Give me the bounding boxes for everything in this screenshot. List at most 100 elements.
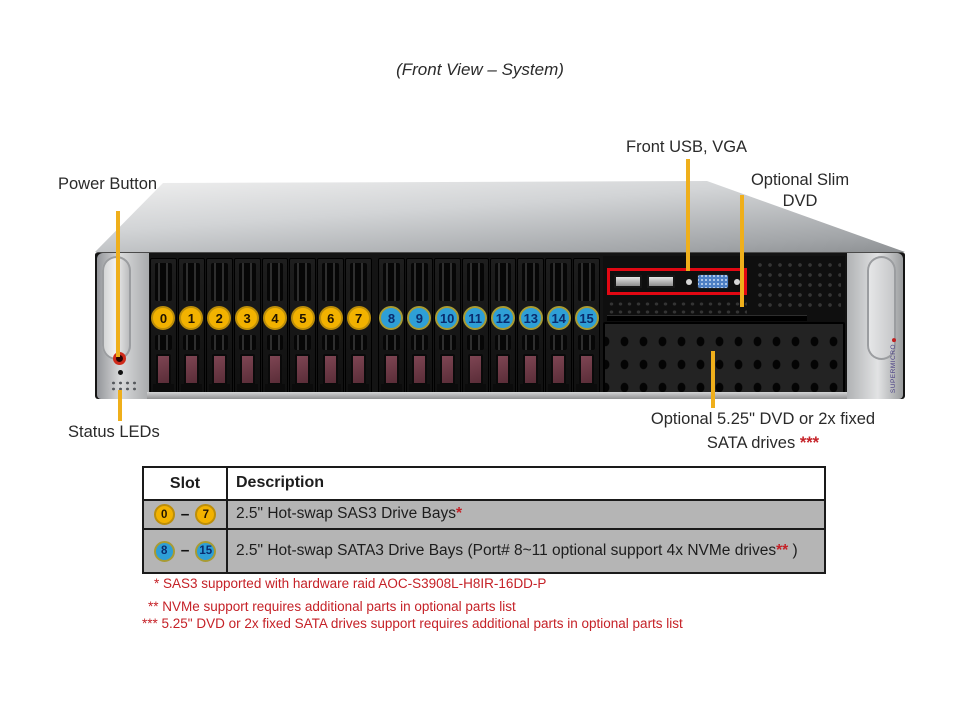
drive-number-badge: 5 — [290, 306, 315, 330]
status-leds-callout-line — [118, 390, 122, 421]
power-button-callout-line — [116, 211, 120, 357]
supermicro-logo: SUPERMICRO — [890, 338, 897, 393]
drive-vent — [522, 263, 540, 301]
drive-vent — [383, 335, 400, 350]
slot-range-cell: 0 – 7 — [144, 501, 228, 528]
usb-port-icon — [647, 275, 675, 288]
drive-number-badge: 8 — [379, 306, 404, 330]
drive-latch — [183, 354, 199, 385]
drive-bay-5: 5 — [289, 258, 317, 394]
optional-dvd-bay-panel — [603, 322, 845, 394]
drive-latch — [267, 354, 283, 385]
front-io-section — [603, 256, 845, 396]
slot-badge-start: 8 — [153, 540, 175, 562]
slot-description-table: Slot Description 0 – 7 2.5" Hot-swap SAS… — [142, 466, 826, 574]
drive-number-badge: 13 — [518, 306, 543, 330]
usb-vga-highlight-box — [607, 268, 747, 295]
drive-vent — [350, 335, 367, 350]
slim-dvd-slot — [607, 315, 807, 321]
drive-vent — [494, 335, 512, 350]
slot-badge-end: 15 — [195, 540, 217, 562]
table-row-sata3: 8 – 15 2.5" Hot-swap SATA3 Drive Bays (P… — [144, 528, 824, 572]
drive-vent — [182, 335, 200, 350]
drive-bay-10: 10 — [433, 258, 461, 394]
slot-badge-start: 0 — [153, 504, 175, 525]
description-cell: 2.5" Hot-swap SATA3 Drive Bays (Port# 8~… — [228, 530, 824, 572]
drive-vent — [466, 263, 484, 301]
drive-vent — [578, 335, 595, 350]
slot-range-cell: 8 – 15 — [144, 530, 228, 572]
drive-bay-12: 12 — [489, 258, 517, 394]
drive-vent — [438, 263, 456, 301]
drive-number-badge: 14 — [546, 306, 571, 330]
power-button-label: Power Button — [58, 175, 158, 193]
drive-vent — [266, 335, 284, 350]
drive-bay-3: 3 — [233, 258, 261, 394]
drive-vent — [550, 335, 568, 350]
slot-badge-end: 7 — [195, 504, 217, 525]
drive-vent — [322, 263, 340, 301]
drive-vent — [522, 335, 540, 350]
drive-latch — [579, 354, 594, 385]
drive-number-badge: 15 — [574, 306, 599, 330]
description-text: 2.5" Hot-swap SATA3 Drive Bays (Port# 8~… — [236, 541, 777, 559]
drive-vent — [578, 263, 595, 301]
drive-bay-4: 4 — [261, 258, 289, 394]
drive-bay-11: 11 — [461, 258, 489, 394]
drive-vent — [155, 263, 172, 301]
drive-latch — [467, 354, 483, 385]
drive-bay-0: 0 — [150, 258, 177, 394]
reset-button-icon — [118, 370, 123, 375]
drive-latch — [523, 354, 539, 385]
drive-number-badge: 2 — [207, 306, 232, 330]
drive-vent — [182, 263, 200, 301]
table-header-row: Slot Description — [144, 468, 824, 499]
table-row-sas3: 0 – 7 2.5" Hot-swap SAS3 Drive Bays* — [144, 499, 824, 528]
range-dash: – — [180, 542, 190, 559]
drive-number-badge: 1 — [179, 306, 204, 330]
drive-number-badge: 4 — [262, 306, 287, 330]
slim-dvd-callout-line — [740, 195, 744, 307]
drive-latch — [323, 354, 339, 385]
drive-number-badge: 6 — [318, 306, 343, 330]
drive-latch — [551, 354, 567, 385]
description-cell: 2.5" Hot-swap SAS3 Drive Bays* — [228, 501, 824, 528]
status-leds-icon — [108, 379, 136, 392]
drive-vent — [210, 263, 228, 301]
drive-number-badge: 12 — [490, 306, 515, 330]
optional-slim-dvd-label: Optional Slim DVD — [750, 171, 850, 210]
drive-latch — [156, 354, 171, 385]
range-dash: – — [180, 505, 190, 523]
drive-vent — [294, 335, 312, 350]
drive-bay-14: 14 — [545, 258, 573, 394]
drive-number-badge: 7 — [346, 306, 371, 330]
drive-vent — [294, 263, 312, 301]
front-usb-callout-line — [686, 159, 690, 271]
description-header-cell: Description — [236, 474, 325, 492]
drive-bay-7: 7 — [345, 258, 372, 394]
drive-latch — [239, 354, 255, 385]
drive-vent — [155, 335, 172, 350]
vga-screw-icon — [734, 278, 740, 285]
drive-vent — [266, 263, 284, 301]
drive-vent — [466, 335, 484, 350]
drive-vent — [438, 335, 456, 350]
drive-number-badge: 3 — [235, 306, 260, 330]
drive-number-badge: 10 — [435, 306, 460, 330]
left-rack-ear — [97, 253, 149, 399]
drive-bay-6: 6 — [317, 258, 345, 394]
vga-port-icon — [697, 274, 729, 289]
drive-bay-15: 15 — [573, 258, 600, 394]
drive-vent — [210, 335, 228, 350]
right-rack-ear: SUPERMICRO — [847, 253, 903, 399]
footnote-mark: ** — [776, 541, 789, 559]
description-post: ) — [788, 541, 798, 559]
optional-dvd-line2: SATA drives — [706, 433, 796, 452]
drive-latch — [351, 354, 366, 385]
drive-vent — [410, 263, 428, 301]
drive-bay-1: 1 — [177, 258, 205, 394]
drive-vent — [322, 335, 340, 350]
drive-vent — [238, 335, 256, 350]
front-usb-vga-label: Front USB, VGA — [626, 138, 748, 156]
